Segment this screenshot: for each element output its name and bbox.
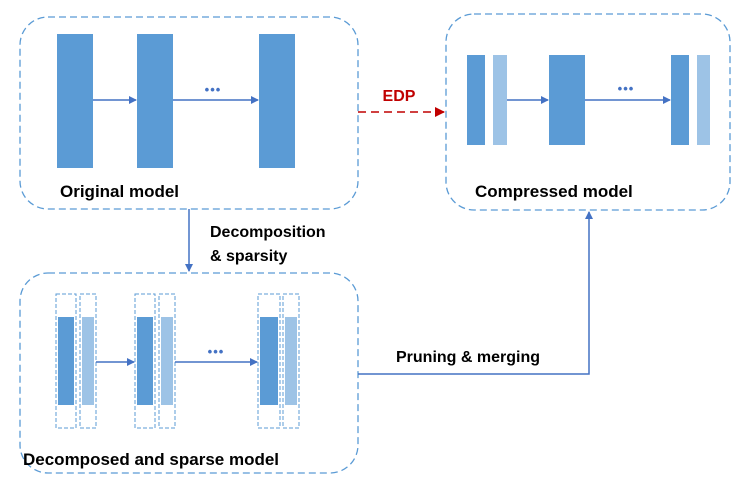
- compressed-model-frame: [445, 13, 731, 211]
- decomposed-layer-2a: [137, 317, 153, 405]
- edp-label: EDP: [383, 88, 416, 105]
- compressed-layer-2: [549, 55, 585, 145]
- decomposed-layer-na: [260, 317, 278, 405]
- decomposed-slot-1b: [79, 293, 97, 429]
- decomposed-model-box: ••• Decomposed and sparse model: [19, 272, 359, 474]
- pruning-label: Pruning & merging: [396, 349, 540, 366]
- decomposed-model-label: Decomposed and sparse model: [23, 450, 279, 469]
- compressed-ellipsis: •••: [618, 81, 635, 96]
- decomposed-layer-1b: [82, 317, 94, 405]
- original-model-label: Original model: [60, 182, 179, 201]
- decomposed-slot-1a: [55, 293, 77, 429]
- pruning-connector: Pruning & merging: [358, 211, 593, 375]
- decomposed-ellipsis: •••: [208, 344, 225, 359]
- decomposed-model-frame: [19, 272, 359, 474]
- pruning-arrow: [358, 211, 593, 375]
- compressed-model-label: Compressed model: [475, 182, 633, 201]
- compressed-layer-1b: [493, 55, 507, 145]
- decomposed-slot-2b: [158, 293, 176, 429]
- compressed-model-box: ••• Compressed model: [445, 13, 731, 211]
- original-layer-2: [137, 34, 173, 168]
- original-layer-1: [57, 34, 93, 168]
- decomposed-layer-nb: [285, 317, 297, 405]
- compressed-layer-nb: [697, 55, 710, 145]
- original-ellipsis: •••: [205, 82, 222, 97]
- decomposed-layer-1a: [58, 317, 74, 405]
- compressed-layer-1a: [467, 55, 485, 145]
- edp-connector: EDP: [358, 88, 445, 117]
- original-layer-n: [259, 34, 295, 168]
- compressed-layer-na: [671, 55, 689, 145]
- decomposition-label-line1: Decomposition: [210, 224, 326, 241]
- decomposed-slot-nb: [282, 293, 300, 429]
- decomposition-label-line2: & sparsity: [210, 248, 287, 265]
- decomposed-layer-2b: [161, 317, 173, 405]
- decomposition-connector: Decomposition & sparsity: [185, 209, 326, 272]
- original-model-box: ••• Original model: [19, 16, 359, 210]
- decomposed-slot-2a: [134, 293, 156, 429]
